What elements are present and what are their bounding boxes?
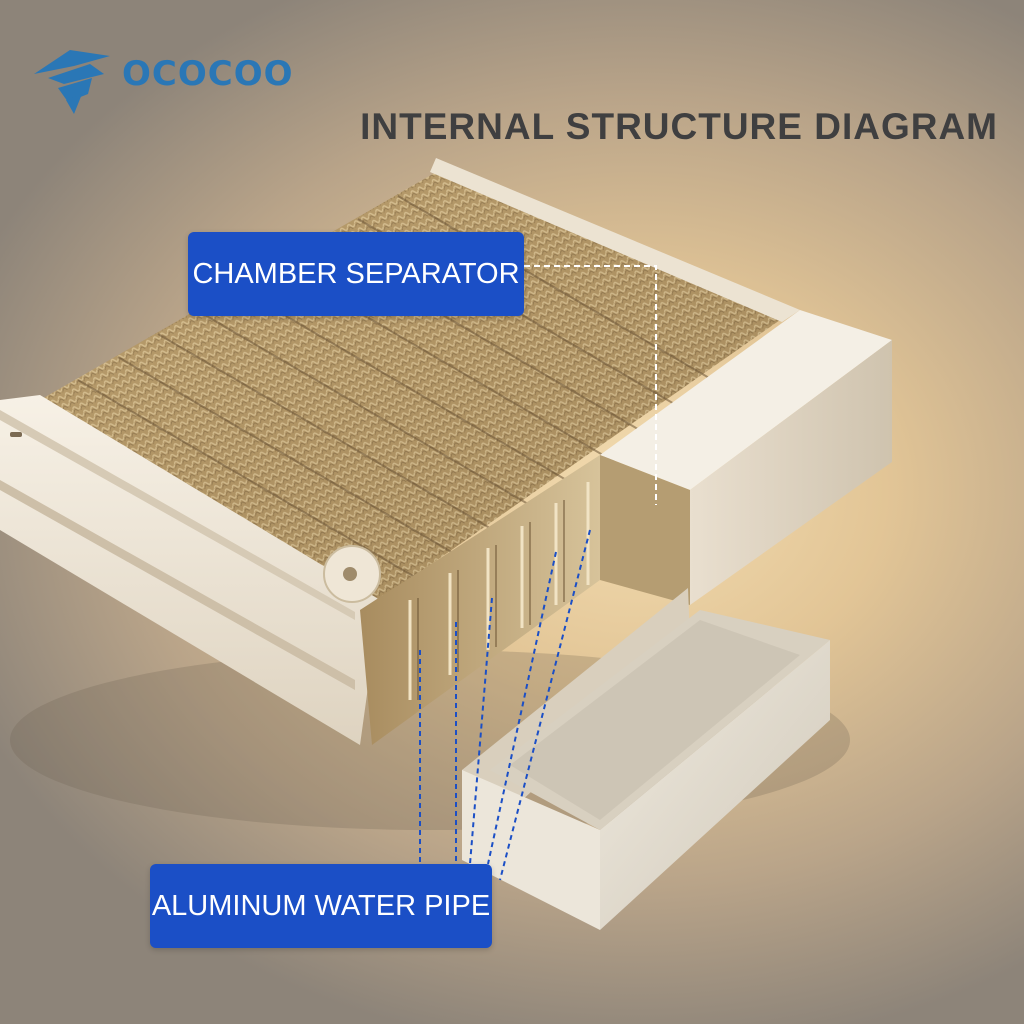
- feather-wing-icon: [34, 50, 110, 114]
- diagram-title: INTERNAL STRUCTURE DIAGRAM: [360, 106, 998, 147]
- chamber-separator-label: CHAMBER SEPARATOR: [188, 232, 524, 316]
- aluminum-water-pipe-label: ALUMINUM WATER PIPE: [150, 864, 492, 948]
- brand-logo: OCOCOO: [30, 44, 293, 114]
- brand-name: OCOCOO: [122, 54, 294, 94]
